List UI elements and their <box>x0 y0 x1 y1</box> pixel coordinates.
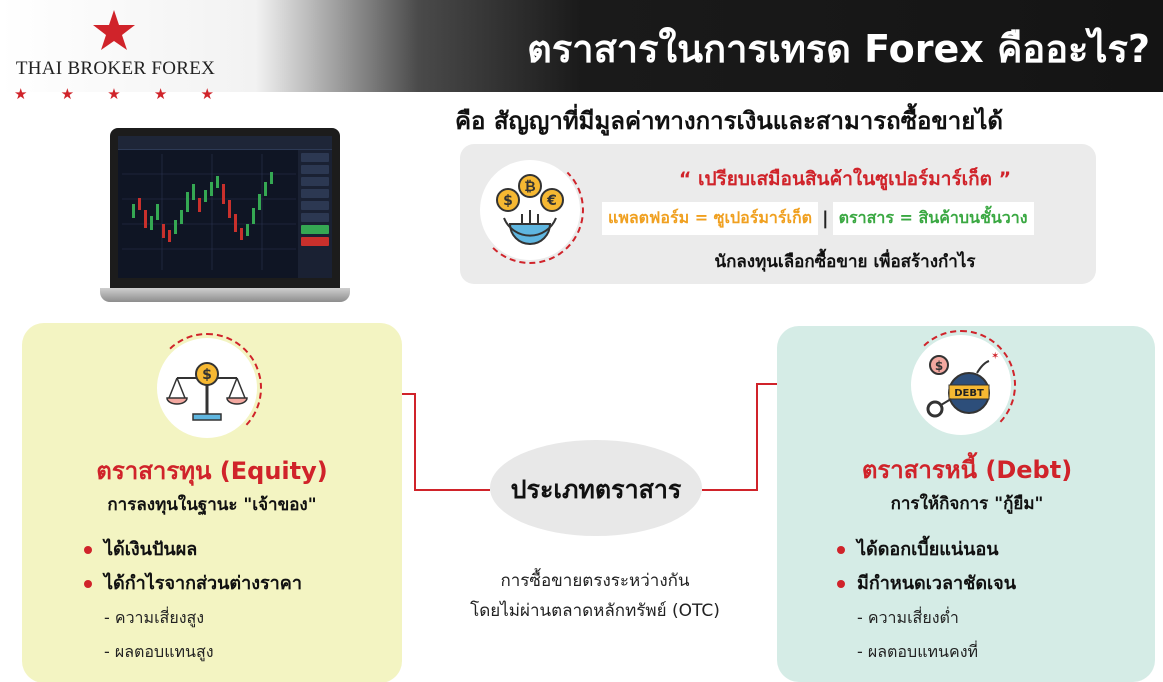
brand-name: THAI BROKER FOREX <box>15 58 216 79</box>
icon-circle: $ <box>157 338 257 438</box>
list-item: - ผลตอบแทนคงที่ <box>857 642 979 661</box>
equity-risk-return: - ความเสี่ยงสูง - ผลตอบแทนสูง <box>104 601 214 669</box>
small-star-icon: ★ <box>200 85 214 103</box>
dashed-ring <box>476 156 584 264</box>
trading-screen <box>118 136 332 278</box>
instrument-types-label: ประเภทตราสาร <box>510 475 682 504</box>
trade-panel <box>298 150 332 278</box>
candlestick-chart-icon <box>122 154 296 270</box>
icon-circle: $ DEBT ✶ <box>911 335 1011 435</box>
list-item: ได้กำไรจากส่วนต่างราคา <box>84 567 302 601</box>
page-title: ตราสารในการเทรด Forex คืออะไร? <box>527 27 1150 71</box>
bullet-dot-icon <box>84 546 92 554</box>
otc-note-line: โดยไม่ผ่านตลาดหลักทรัพย์ (OTC) <box>470 601 720 621</box>
center-oval <box>490 440 702 536</box>
debt-panel: $ DEBT ✶ ตราสารหนี้ (Debt) การให้กิจการ … <box>777 326 1155 682</box>
svg-text:$: $ <box>202 367 212 383</box>
list-item: ได้เงินปันผล <box>84 533 302 567</box>
header-banner <box>0 0 1163 92</box>
small-star-icon: ★ <box>60 85 75 103</box>
debt-risk-return: - ความเสี่ยงต่ำ - ผลตอบแทนคงที่ <box>857 601 978 669</box>
small-star-icon: ★ <box>14 85 28 103</box>
small-star-icon: ★ <box>153 85 168 103</box>
svg-text:DEBT: DEBT <box>954 388 984 399</box>
small-star-icon: ★ <box>107 85 121 103</box>
laptop-trading-illustration <box>100 128 350 308</box>
list-item: ได้ดอกเบี้ยแน่นอน <box>837 533 1016 567</box>
list-item: - ความเสี่ยงสูง <box>104 608 205 627</box>
dashed-ring <box>152 333 262 443</box>
definition-text: คือ สัญญาที่มีมูลค่าทางการเงินและสามารถซ… <box>455 107 1004 135</box>
equity-title: ตราสารทุน (Equity) <box>96 457 328 485</box>
investor-note: นักลงทุนเลือกซื้อขาย เพื่อสร้างกำไร <box>714 252 976 272</box>
dashed-ring <box>906 330 1016 440</box>
svg-text:$: $ <box>935 359 943 373</box>
icon-circle: $ ₿ € <box>480 160 580 260</box>
equity-benefits: ได้เงินปันผล ได้กำไรจากส่วนต่างราคา <box>84 533 302 601</box>
debt-subtitle: การให้กิจการ "กู้ยืม" <box>890 494 1044 514</box>
brand-stars: ★ ★ ★ ★ ★ <box>14 86 214 102</box>
analogy-box: $ ₿ € “ เปรียบเสมือนสินค้าในซูเปอร์มาร์เ… <box>460 144 1096 284</box>
laptop-lid <box>110 128 340 288</box>
currency-coins-icon: $ ₿ € <box>496 174 564 245</box>
svg-text:₿: ₿ <box>524 179 535 195</box>
equity-subtitle: การลงทุนในฐานะ "เจ้าของ" <box>107 495 317 515</box>
laptop-base <box>100 288 350 302</box>
list-item: มีกำหนดเวลาชัดเจน <box>837 567 1016 601</box>
svg-text:✶: ✶ <box>991 351 999 362</box>
balance-scale-icon: $ <box>166 362 248 421</box>
debt-title: ตราสารหนี้ (Debt) <box>861 456 1073 484</box>
bullet-dot-icon <box>84 580 92 588</box>
svg-text:$: $ <box>503 193 513 209</box>
debt-benefits: ได้ดอกเบี้ยแน่นอน มีกำหนดเวลาชัดเจน <box>837 533 1016 601</box>
bullet-dot-icon <box>837 580 845 588</box>
svg-text:€: € <box>546 193 557 209</box>
platform-label: แพลตฟอร์ม = ซูเปอร์มาร์เก็ต <box>602 201 819 235</box>
bullet-dot-icon <box>837 546 845 554</box>
red-star-icon <box>93 10 135 50</box>
list-item: - ผลตอบแทนสูง <box>104 642 214 661</box>
brand-logo: THAI BROKER FOREX ★ ★ ★ ★ ★ <box>0 0 230 120</box>
otc-note: การซื้อขายตรงระหว่างกัน โดยไม่ผ่านตลาดหล… <box>420 566 770 626</box>
equity-panel: $ ตราสารทุน (Equity) การลงทุนในฐานะ "เจ้… <box>22 323 402 682</box>
analogy-equations: แพลตฟอร์ม = ซูเปอร์มาร์เก็ต | ตราสาร = ส… <box>602 201 1034 235</box>
screen-toolbar <box>118 136 332 150</box>
otc-note-line: การซื้อขายตรงระหว่างกัน <box>500 571 690 591</box>
separator: | <box>822 207 829 229</box>
instrument-label: ตราสาร = สินค้าบนชั้นวาง <box>832 201 1034 235</box>
list-item: - ความเสี่ยงต่ำ <box>857 608 959 627</box>
debt-bomb-icon: $ DEBT ✶ <box>926 351 999 418</box>
analogy-quote: “ เปรียบเสมือนสินค้าในซูเปอร์มาร์เก็ต ” <box>678 168 1012 190</box>
